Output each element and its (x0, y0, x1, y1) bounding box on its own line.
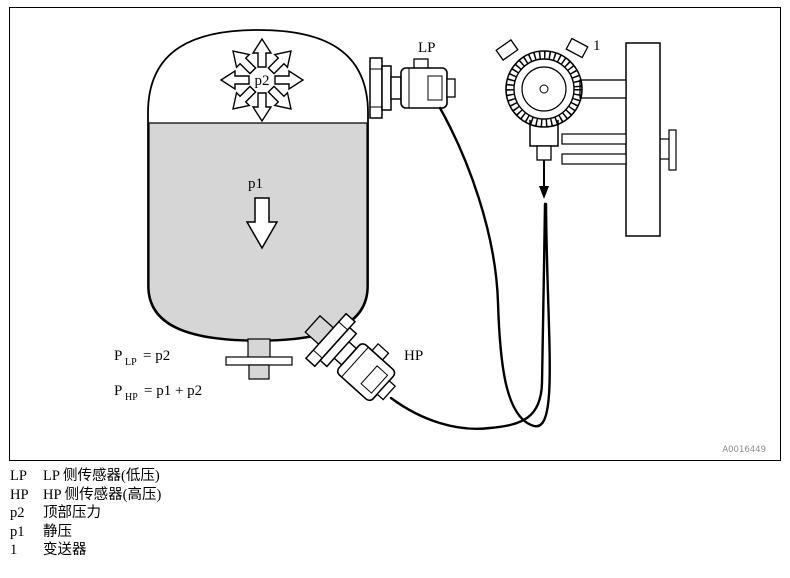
transmitter: 1 (495, 37, 601, 199)
formula-lp-expression: = p2 (143, 348, 170, 364)
formula-hp: P HP = p1 + p2 (114, 383, 202, 403)
formula-lp-symbol: P (114, 348, 122, 364)
legend-row: p1 静压 (10, 523, 161, 542)
transmitter-face-inner (521, 66, 567, 112)
transmitter-face (513, 58, 575, 120)
mounting-bracket (561, 42, 677, 237)
p1-pressure-arrow: p1 (245, 176, 279, 250)
legend-key: LP (10, 468, 27, 484)
lp-sensor: LP (369, 40, 456, 119)
bracket-arm (579, 79, 627, 99)
lp-cable (438, 106, 551, 428)
tank-bottom-flange (225, 356, 293, 366)
cable-gland-right (565, 37, 589, 59)
formula-lp-subscript: LP (125, 357, 137, 368)
formula-hp-expression: = p1 + p2 (144, 383, 202, 399)
formula-hp-subscript: HP (125, 392, 138, 403)
legend-key: HP (10, 486, 29, 503)
legend: LP LP 侧传感器(低压) HP HP 侧传感器(高压) p2 顶部压力 p1… (10, 467, 161, 560)
hp-cable (389, 202, 547, 430)
clamp-bolt-plate (668, 129, 677, 171)
transmitter-center-screw (539, 84, 549, 94)
figure-frame: p2 p1 LP HP (9, 7, 781, 461)
hp-sensor-label: HP (404, 348, 423, 364)
formula-lp: P LP = p2 (114, 348, 170, 368)
hp-sensor: HP (304, 312, 423, 416)
p1-label: p1 (248, 176, 263, 192)
legend-key: p1 (10, 523, 25, 540)
p2-pressure-arrows: p2 (220, 38, 304, 122)
p2-label: p2 (255, 73, 270, 89)
legend-row: HP HP 侧传感器(高压) (10, 486, 161, 505)
tank-bottom-stub (248, 364, 270, 380)
cable-gland-left (495, 39, 519, 61)
mounting-post (625, 42, 661, 237)
down-arrow (245, 197, 279, 250)
legend-key: 1 (10, 542, 18, 558)
legend-key: p2 (10, 505, 25, 521)
legend-desc: HP 侧传感器(高压) (43, 486, 162, 503)
legend-desc: LP 侧传感器(低压) (43, 468, 160, 484)
tank-bottom-nozzle (247, 338, 271, 360)
legend-desc: 顶部压力 (43, 505, 101, 521)
legend-desc: 静压 (43, 523, 72, 540)
transmitter-probe-tip (539, 186, 549, 199)
cables (389, 106, 551, 430)
tank-outline (147, 29, 369, 342)
diagram-svg: p2 p1 LP HP (114, 29, 766, 455)
transmitter-outer-ring (505, 50, 583, 128)
legend-row: p2 顶部压力 (10, 504, 161, 523)
formula-hp-symbol: P (114, 383, 122, 399)
transmitter-neck (529, 119, 559, 147)
lp-sensor-label: LP (418, 40, 436, 56)
clamp-bar-top (561, 133, 627, 145)
clamp-bar-bottom (561, 153, 627, 165)
legend-desc: 变送器 (43, 542, 87, 558)
figure-code: A0016449 (722, 445, 766, 455)
legend-row: 1 变送器 (10, 541, 161, 560)
legend-row: LP LP 侧传感器(低压) (10, 467, 161, 486)
transmitter-neck-lower (536, 145, 552, 161)
transmitter-label: 1 (593, 38, 601, 54)
